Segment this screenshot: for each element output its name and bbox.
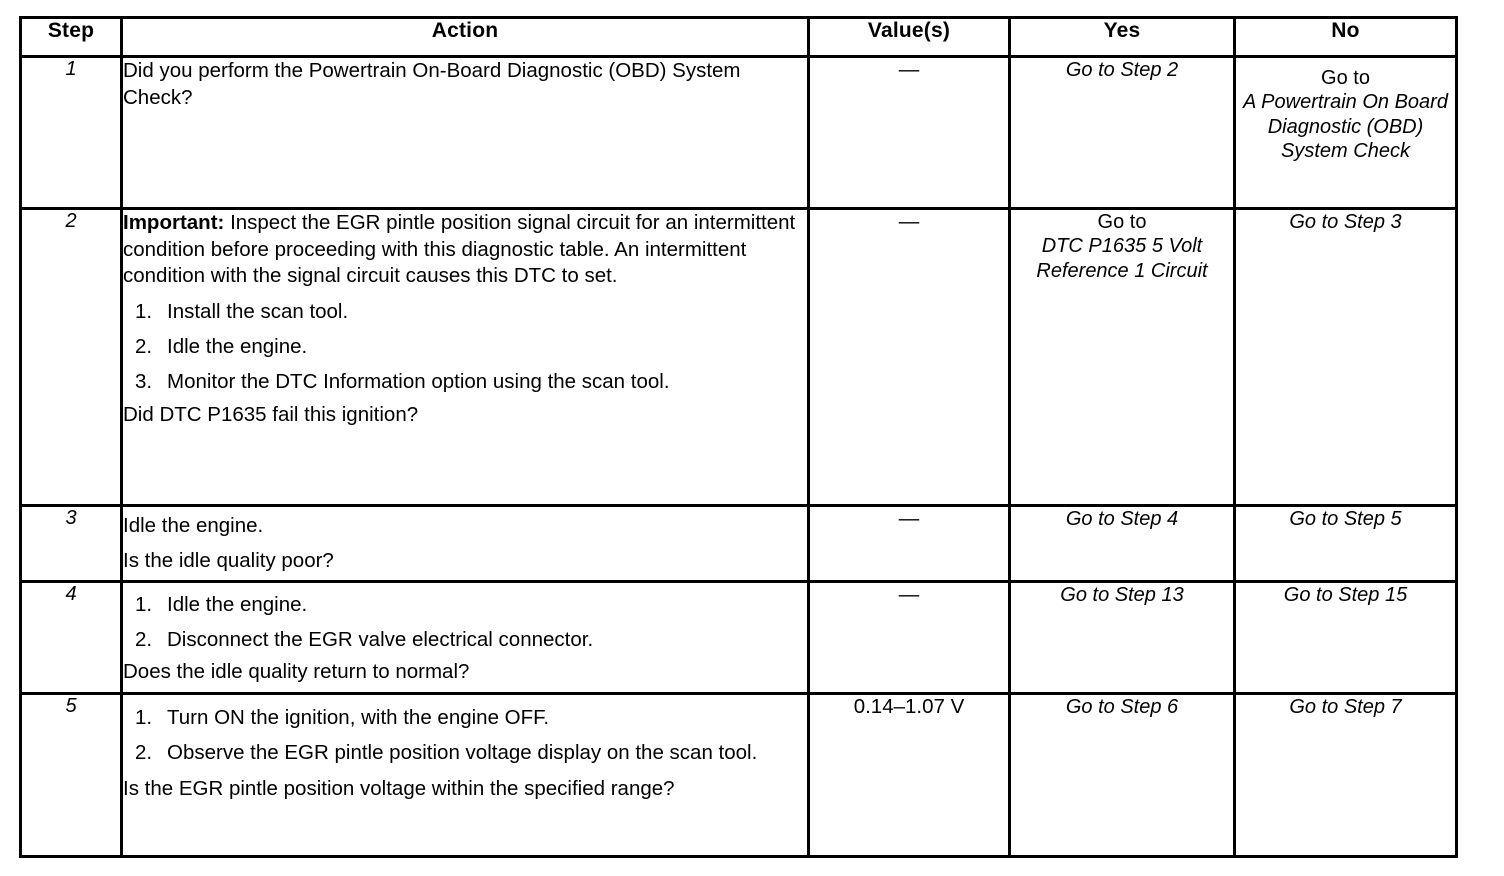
value-content: — (807, 504, 1011, 583)
yes-branch: Go to Step 2 (1008, 55, 1236, 210)
column-header-step: Step (19, 16, 123, 58)
action-paragraph: Did you perform the Powertrain On-Board … (123, 59, 741, 109)
table-row: 3 Idle the engine. Is the idle quality p… (19, 504, 1458, 583)
table-row: 2 Important: Inspect the EGR pintle posi… (19, 207, 1458, 507)
no-target: A Powertrain On Board Diagnostic (OBD) S… (1243, 91, 1448, 163)
list-text: Install the scan tool. (167, 299, 349, 323)
list-item: 1. Turn ON the ignition, with the engine … (123, 705, 807, 731)
list-text: Monitor the DTC Information option using… (167, 369, 670, 393)
action-question: Is the EGR pintle position voltage withi… (123, 776, 675, 800)
no-target: Go to Step 15 (1283, 584, 1408, 606)
action-content: Did you perform the Powertrain On-Board … (120, 55, 810, 210)
list-number: 1. (135, 593, 153, 616)
no-lead: Go to (1321, 67, 1370, 89)
no-branch: Go to Step 5 (1233, 504, 1458, 583)
value-text: 0.14–1.07 V (853, 695, 965, 718)
value-content: — (807, 55, 1011, 210)
step-number: 5 (19, 692, 123, 858)
action-content: 1. Idle the engine. 2. Disconnect the EGR … (120, 580, 810, 695)
list-item: 1. Idle the engine. (123, 592, 807, 618)
action-question: Is the idle quality poor? (123, 548, 334, 572)
header-row: Step Action Value(s) Yes No (19, 16, 1458, 58)
table-row: 4 1. Idle the engine. 2. Disconnect the EG… (19, 580, 1458, 695)
column-header-action: Action (120, 16, 810, 58)
no-branch: Go to Step 7 (1233, 692, 1458, 858)
list-number: 3. (135, 369, 153, 393)
no-target: Go to Step 5 (1289, 508, 1402, 530)
yes-target: DTC P1635 5 Volt Reference 1 Circuit (1036, 235, 1208, 282)
step-number: 2 (19, 207, 123, 507)
list-number: 2. (135, 740, 153, 764)
column-header-no: No (1233, 16, 1458, 58)
list-text: Idle the engine. (167, 334, 308, 358)
no-branch: Go to Step 3 (1233, 207, 1458, 507)
list-text: Idle the engine. (167, 593, 308, 616)
action-content: Idle the engine. Is the idle quality poo… (120, 504, 810, 583)
list-number: 1. (135, 706, 153, 729)
yes-branch: Go to DTC P1635 5 Volt Reference 1 Circu… (1008, 207, 1236, 507)
column-header-value: Value(s) (807, 16, 1011, 58)
table-header: Step Action Value(s) Yes No (19, 16, 1458, 58)
value-text: — (898, 58, 920, 81)
yes-target: Go to Step 6 (1065, 696, 1179, 718)
action-paragraph: Idle the engine. (123, 514, 264, 537)
list-number: 2. (135, 627, 153, 651)
step-number: 3 (19, 504, 123, 583)
table-row: 5 1. Turn ON the ignition, with the engin… (19, 692, 1458, 858)
yes-target: Go to Step 2 (1065, 59, 1179, 81)
list-text: Disconnect the EGR valve electrical conn… (167, 627, 594, 651)
list-item: 1. Install the scan tool. (123, 299, 807, 325)
yes-lead: Go to (1097, 211, 1147, 233)
action-question: Does the idle quality return to normal? (123, 659, 470, 683)
list-text: Turn ON the ignition, with the engine OF… (167, 706, 550, 729)
list-text: Observe the EGR pintle position voltage … (167, 740, 758, 764)
value-content: — (807, 207, 1011, 507)
yes-target: Go to Step 13 (1060, 584, 1184, 606)
list-number: 1. (135, 299, 153, 323)
column-header-yes: Yes (1008, 16, 1236, 58)
no-target: Go to Step 3 (1289, 211, 1402, 233)
no-branch: Go to Step 15 (1233, 580, 1458, 695)
important-label: Important: (123, 211, 225, 234)
value-content: 0.14–1.07 V (807, 692, 1011, 858)
list-item: 2. Observe the EGR pintle position voltag… (123, 740, 807, 766)
step-number: 4 (19, 580, 123, 695)
action-step-list: 1. Install the scan tool. 2. Idle the engi… (123, 299, 807, 394)
list-item: 2. Disconnect the EGR valve electrical co… (123, 627, 807, 653)
yes-branch: Go to Step 13 (1008, 580, 1236, 695)
table-body: 1 Did you perform the Powertrain On-Boar… (19, 55, 1458, 858)
yes-branch: Go to Step 6 (1008, 692, 1236, 858)
important-text: Inspect the EGR pintle position signal c… (123, 211, 796, 288)
list-item: 3. Monitor the DTC Information option usi… (123, 369, 807, 395)
value-text: — (898, 210, 920, 233)
list-item: 2. Idle the engine. (123, 334, 807, 360)
list-number: 2. (135, 334, 153, 358)
value-text: — (898, 583, 920, 606)
diagnostic-table: Step Action Value(s) Yes No 1 Did you pe… (19, 16, 1458, 858)
action-step-list: 1. Turn ON the ignition, with the engine … (123, 705, 807, 766)
step-number: 1 (19, 55, 123, 210)
no-branch: Go to A Powertrain On Board Diagnostic (… (1233, 55, 1458, 210)
action-question: Did DTC P1635 fail this ignition? (123, 403, 419, 427)
action-content: Important: Inspect the EGR pintle positi… (120, 207, 810, 507)
value-content: — (807, 580, 1011, 695)
table-row: 1 Did you perform the Powertrain On-Boar… (19, 55, 1458, 210)
yes-target: Go to Step 4 (1065, 508, 1179, 530)
value-text: — (898, 507, 920, 530)
action-paragraph: Important: Inspect the EGR pintle positi… (123, 210, 807, 290)
action-content: 1. Turn ON the ignition, with the engine … (120, 692, 810, 858)
action-step-list: 1. Idle the engine. 2. Disconnect the EGR … (123, 592, 807, 653)
yes-branch: Go to Step 4 (1008, 504, 1236, 583)
no-target: Go to Step 7 (1289, 696, 1402, 718)
